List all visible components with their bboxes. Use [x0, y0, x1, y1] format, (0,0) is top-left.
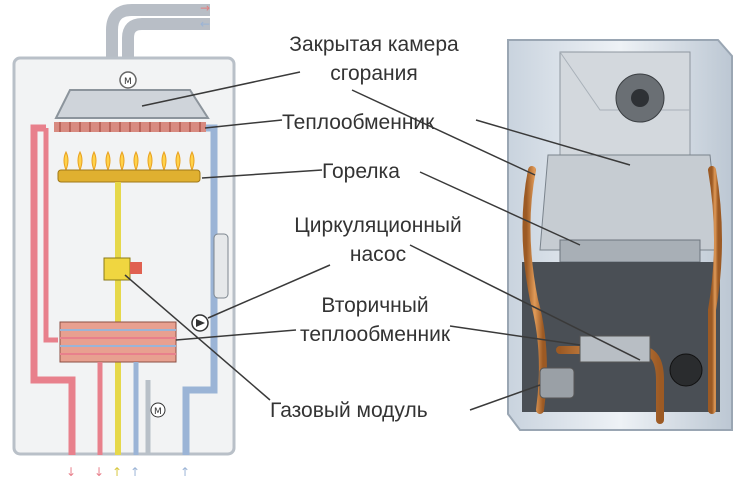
- pump-icon: [669, 353, 703, 387]
- gas-valve-block: [539, 367, 575, 399]
- combustion-chamber: [54, 89, 210, 119]
- expansion-tank: [213, 233, 229, 299]
- burner-block: [559, 239, 701, 263]
- label-secondary-hx-line1: Вторичный: [321, 294, 429, 317]
- motor-icon: [119, 71, 137, 89]
- heat-exchanger-fins: [54, 122, 206, 132]
- gas-valve: [130, 262, 142, 274]
- secondary-hx-block: [579, 335, 651, 363]
- hot-pipe: [30, 124, 76, 455]
- label-gas-module: Газовый модуль: [270, 399, 428, 422]
- svg-text:↓: ↓: [66, 465, 76, 479]
- svg-text:M: M: [124, 77, 132, 87]
- svg-text:↑: ↑: [112, 465, 122, 479]
- svg-text:←: ←: [200, 17, 210, 31]
- label-pump-line1: Циркуляционный: [294, 214, 462, 237]
- flow-arrow-icon: ↓ ↓ ↑ ↑ ↑: [66, 465, 190, 479]
- chamber-box: [539, 154, 721, 251]
- schematic: → ← M: [12, 1, 236, 479]
- svg-text:↓: ↓: [94, 465, 104, 479]
- label-closed-chamber-line1: Закрытая камера: [289, 33, 459, 56]
- leader-lines: [124, 71, 641, 411]
- svg-text:→: →: [200, 1, 210, 15]
- svg-text:M: M: [154, 407, 162, 417]
- motor-icon: [150, 402, 166, 418]
- svg-text:↑: ↑: [180, 465, 190, 479]
- flame-icon: [63, 150, 195, 172]
- label-closed-chamber-line2: сгорания: [330, 62, 418, 85]
- label-secondary-hx-line2: теплообменник: [299, 323, 451, 346]
- label-pump-line2: насос: [349, 243, 407, 266]
- burner: [57, 169, 201, 183]
- label-burner: Горелка: [322, 160, 400, 183]
- flue-pipes: → ←: [106, 1, 210, 65]
- label-heat-exchanger: Теплообменник: [282, 111, 435, 134]
- svg-text:↑: ↑: [130, 465, 140, 479]
- boiler-photo: [507, 39, 733, 431]
- secondary-heat-exchanger: [59, 321, 177, 363]
